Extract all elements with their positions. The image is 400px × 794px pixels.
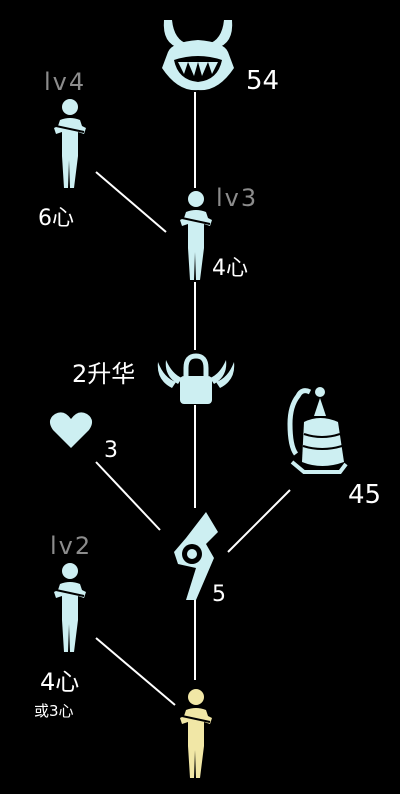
heart-node[interactable] (48, 410, 94, 450)
friend-lv4-node[interactable] (48, 98, 92, 190)
heart-icon (49, 412, 93, 448)
golden-figure-icon (180, 689, 212, 778)
friend-lv2-node[interactable] (48, 562, 92, 654)
lock-cost: 2升华 (72, 360, 136, 388)
winged-lock-icon (157, 353, 235, 404)
emote-figure-icon (54, 99, 86, 188)
connector-heart-star (95, 461, 161, 531)
level-label-lv3: lv3 (216, 184, 259, 212)
friend-lv2-cost: 4心 (40, 668, 80, 696)
connector-lv2-root (95, 637, 176, 706)
level-label-lv4: lv4 (44, 68, 87, 96)
friend-lv4-cost: 6心 (38, 206, 74, 231)
star-node[interactable] (166, 508, 222, 604)
demon-node[interactable] (158, 14, 238, 94)
heart-cost: 3 (104, 438, 118, 463)
winged-light-star-icon (174, 512, 218, 600)
lantern-cost: 45 (348, 480, 382, 510)
friend-lv3-node[interactable] (174, 190, 218, 282)
emote-figure-icon (180, 191, 212, 280)
connector-lv4-lv3 (95, 171, 167, 233)
root-node[interactable] (174, 688, 218, 780)
horned-demon-mask-icon (162, 20, 234, 91)
lantern-node[interactable] (280, 384, 352, 476)
demon-cost: 54 (246, 66, 280, 96)
lock-node[interactable] (152, 340, 240, 410)
emote-figure-icon (54, 563, 86, 652)
connector-lantern-star (227, 489, 291, 553)
friend-lv2-alt-cost: 或3心 (34, 702, 74, 720)
level-label-lv2: lv2 (50, 532, 93, 560)
lantern-icon (287, 387, 348, 474)
friend-lv3-cost: 4心 (212, 256, 248, 281)
star-cost: 5 (212, 582, 226, 607)
